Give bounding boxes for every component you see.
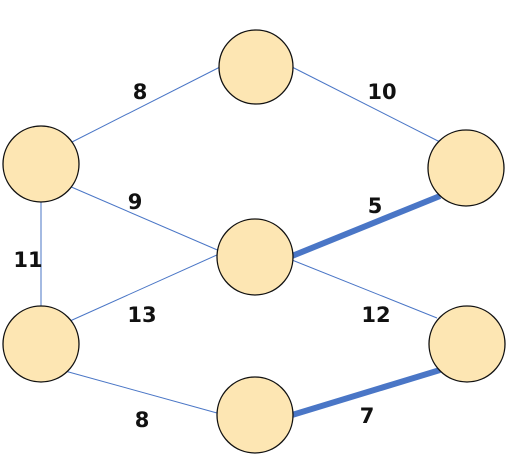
edge-weight-e-g: 8	[135, 408, 150, 432]
edge-e-d	[69, 253, 220, 322]
edge-g-f	[291, 367, 441, 418]
edge-weight-g-f: 7	[360, 404, 375, 428]
edge-weight-a-e: 11	[13, 248, 42, 272]
edge-d-f	[291, 259, 438, 319]
node-a	[2, 125, 80, 203]
edge-a-d	[68, 185, 223, 253]
edge-b-c	[291, 66, 441, 143]
edge-weight-e-d: 13	[127, 303, 156, 327]
edge-d-c	[290, 193, 442, 259]
edge-weight-d-f: 12	[361, 303, 390, 327]
node-f	[428, 305, 506, 383]
edge-a-b	[71, 66, 221, 143]
node-b	[218, 29, 294, 105]
node-g	[216, 376, 294, 454]
edges-layer	[40, 66, 442, 418]
nodes-layer	[2, 29, 506, 454]
node-e	[2, 305, 80, 383]
edge-weight-b-c: 10	[367, 80, 396, 104]
node-c	[427, 129, 505, 207]
edge-weight-d-c: 5	[368, 194, 383, 218]
edge-weight-a-b: 8	[133, 80, 148, 104]
weights-layer: 8 10 9 5 11 13 12 8 7	[13, 80, 396, 432]
edge-weight-a-d: 9	[128, 190, 143, 214]
node-d	[216, 218, 294, 296]
edge-e-g	[64, 370, 218, 414]
